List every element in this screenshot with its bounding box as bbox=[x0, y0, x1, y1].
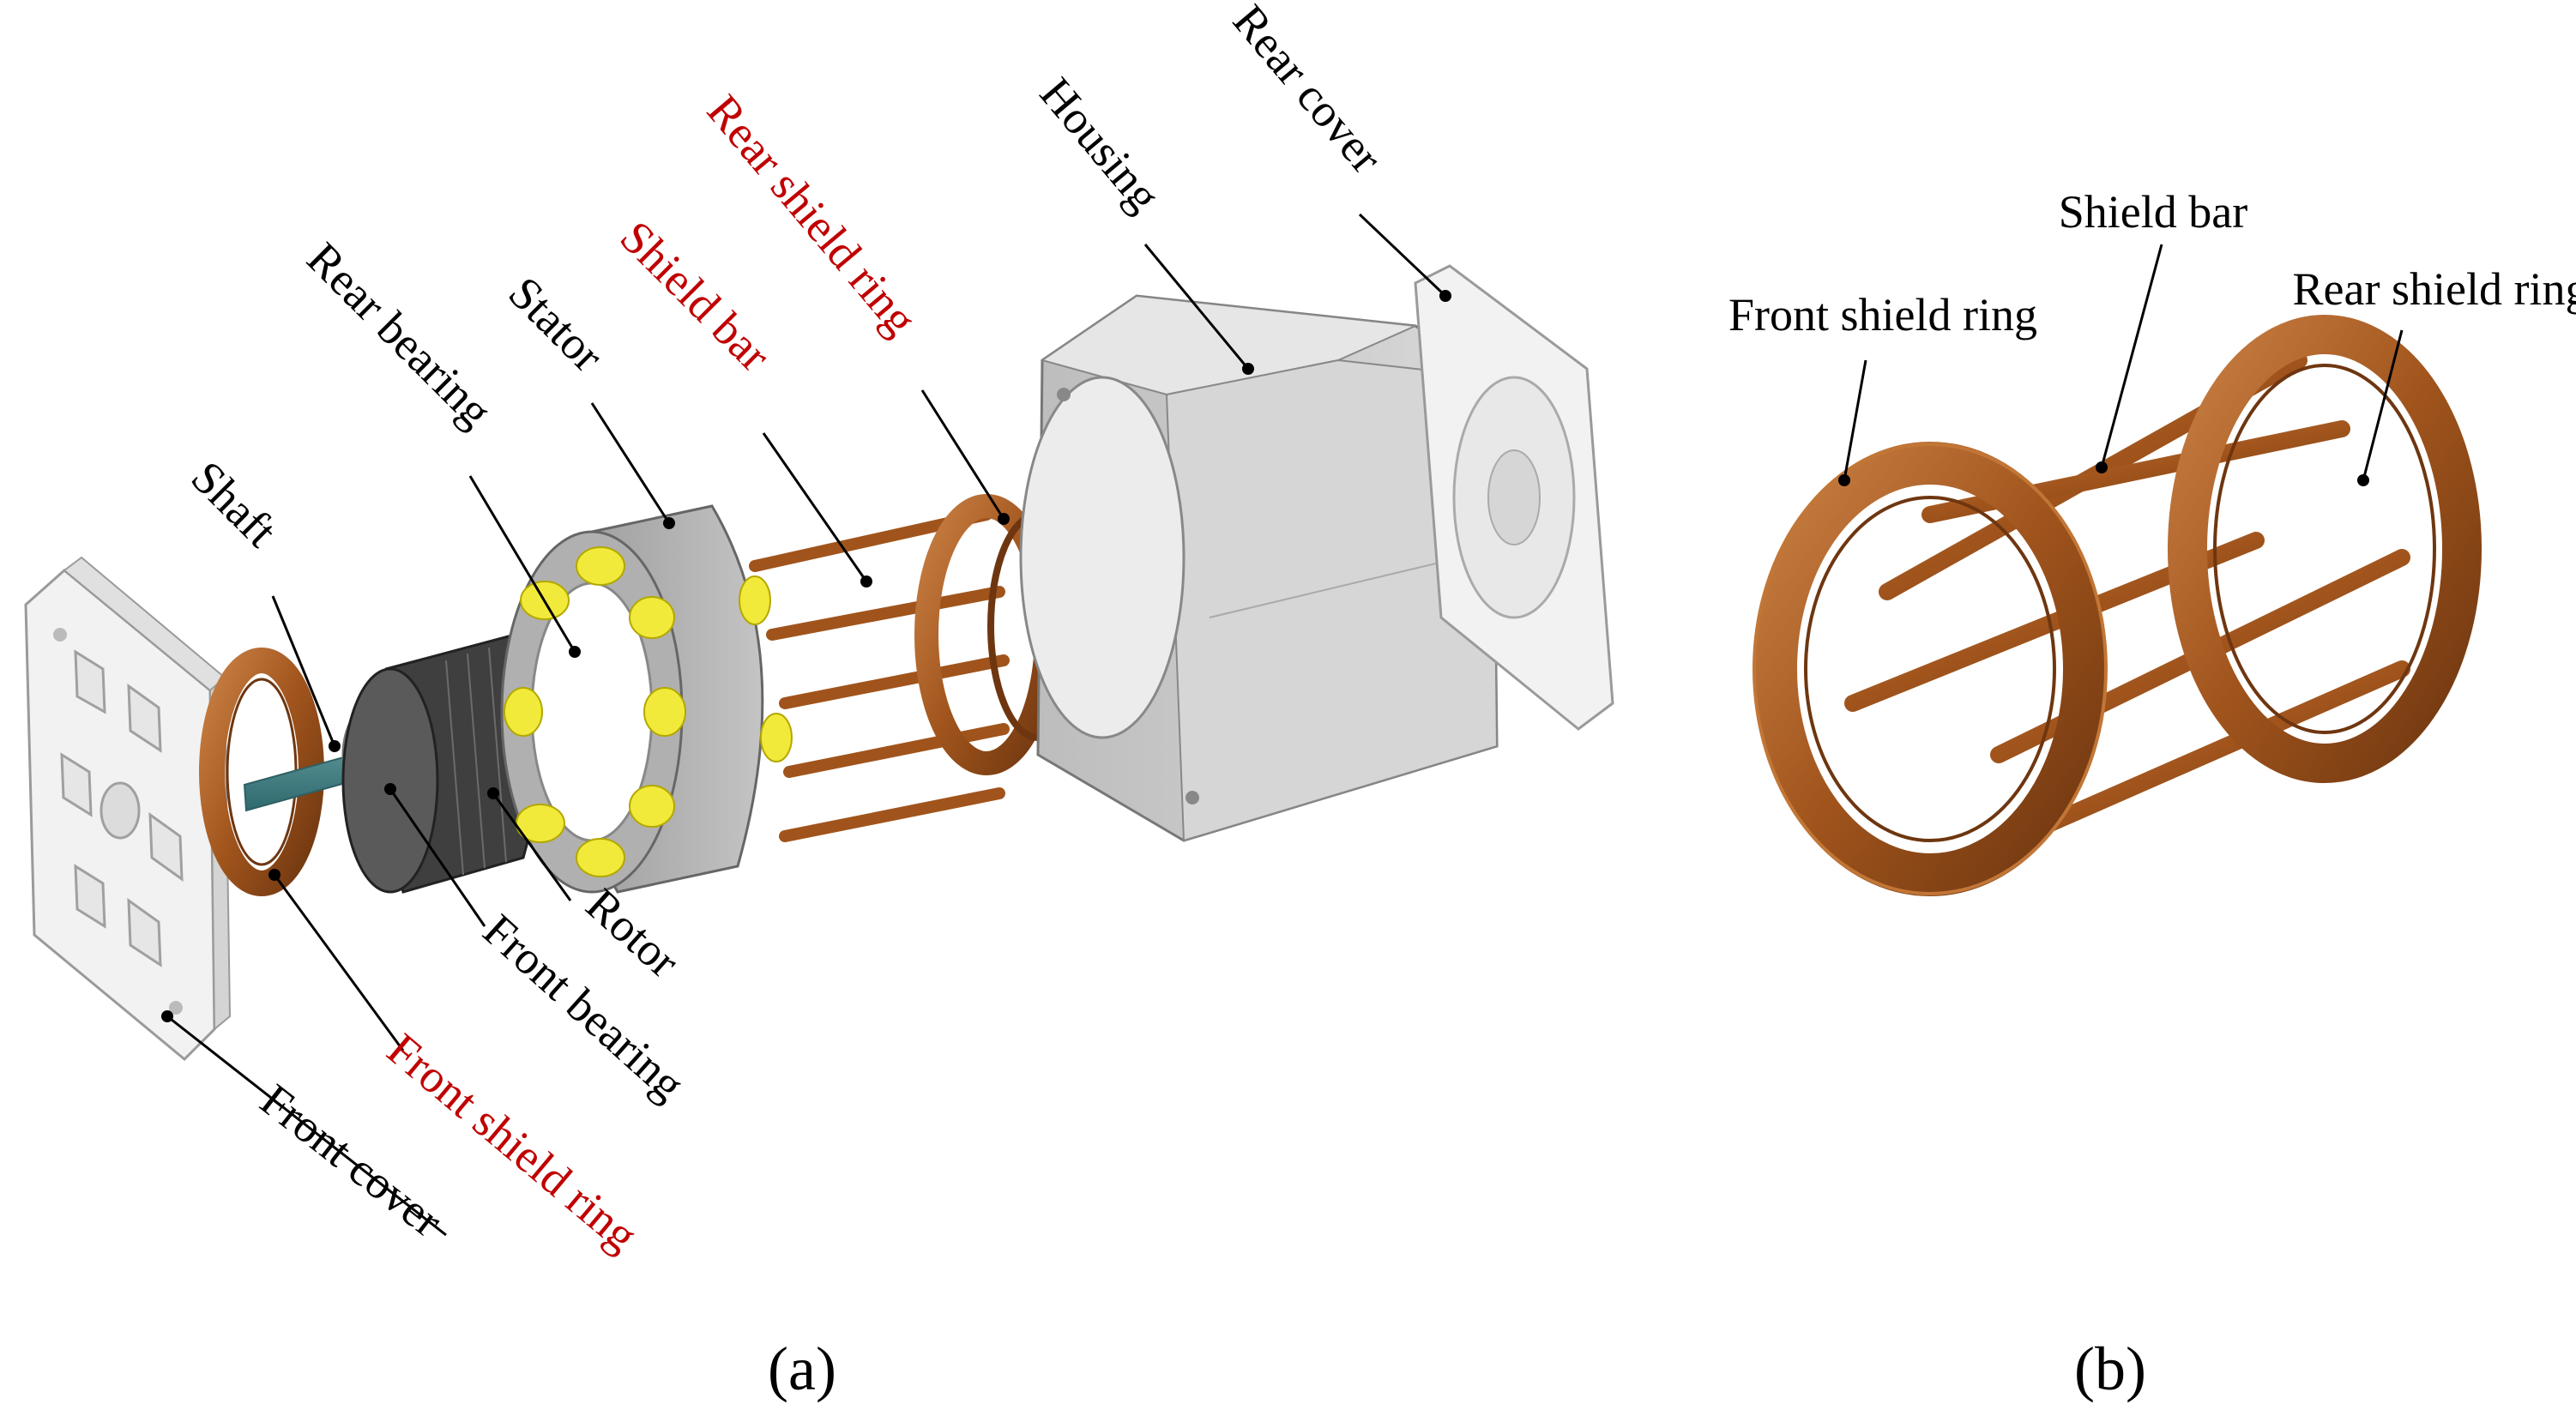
shield-cage-detail bbox=[1753, 315, 2482, 896]
label-b-rear-shield-ring: Rear shield ring bbox=[2293, 263, 2576, 315]
label-front-cover: Front cover bbox=[251, 1074, 452, 1246]
label-rotor: Rotor bbox=[576, 878, 690, 987]
front-cover-part bbox=[24, 556, 232, 1062]
panel-b-leaders bbox=[1838, 244, 2404, 486]
label-rear-cover: Rear cover bbox=[1223, 0, 1392, 183]
label-rear-bearing: Rear bearing bbox=[298, 232, 503, 437]
label-b-shield-bar: Shield bar bbox=[2059, 186, 2247, 238]
label-b-front-shield-ring: Front shield ring bbox=[1728, 289, 2037, 340]
panel-b: Front shield ring Shield bar Rear shield… bbox=[1728, 186, 2576, 1403]
rear-cover-part bbox=[1414, 264, 1614, 731]
caption-b: (b) bbox=[2074, 1335, 2146, 1403]
panel-a-leaders bbox=[161, 213, 1451, 1237]
label-stator: Stator bbox=[499, 267, 614, 382]
stator-part bbox=[500, 504, 793, 894]
label-housing: Housing bbox=[1030, 68, 1171, 221]
housing-part bbox=[1019, 294, 1499, 842]
label-shaft: Shaft bbox=[182, 451, 287, 557]
panel-a: Front cover Front shield ring Front bear… bbox=[24, 0, 1614, 1403]
caption-a: (a) bbox=[768, 1335, 836, 1403]
label-shield-bar: Shield bar bbox=[611, 211, 781, 381]
